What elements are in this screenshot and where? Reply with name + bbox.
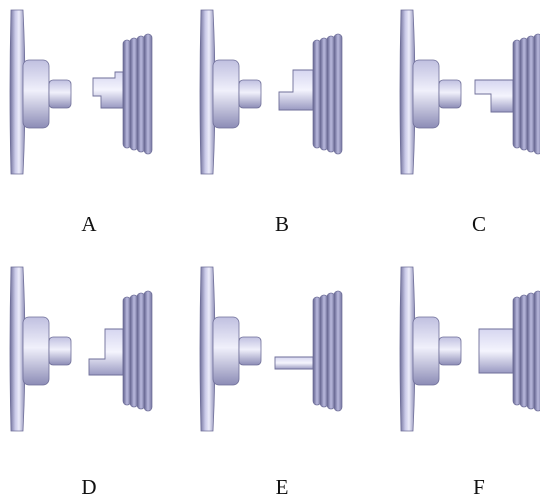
flange-disk <box>399 9 416 175</box>
gear-ring <box>333 33 343 155</box>
mating-piece <box>474 79 514 113</box>
option-a-figure <box>5 8 155 176</box>
gear-ring <box>533 33 540 155</box>
coupling-assembly-image <box>399 9 540 175</box>
shaft-stub <box>238 79 262 109</box>
hub-block <box>412 316 440 386</box>
flange-disk <box>199 266 216 432</box>
hub-block <box>212 316 240 386</box>
mating-piece <box>274 356 314 370</box>
coupling-assembly-image <box>199 9 343 175</box>
option-c-figure <box>395 8 540 176</box>
option-e-figure <box>195 265 345 433</box>
coupling-assembly-image <box>9 9 153 175</box>
coupling-assembly-image <box>9 266 153 432</box>
shaft-stub <box>48 336 72 366</box>
shaft-stub <box>438 336 462 366</box>
hub-block <box>412 59 440 129</box>
hub-block <box>22 316 50 386</box>
gear-ring <box>533 290 540 412</box>
mating-piece <box>88 328 124 376</box>
gear-ring <box>333 290 343 412</box>
mating-piece <box>478 328 514 374</box>
shaft-stub <box>238 336 262 366</box>
coupling-assembly-image <box>199 266 343 432</box>
shaft-stub <box>48 79 72 109</box>
option-label: E <box>275 475 289 499</box>
option-b-figure <box>195 8 345 176</box>
gear-ring <box>143 33 153 155</box>
option-d-figure <box>5 265 155 433</box>
mating-piece <box>278 69 314 111</box>
flange-disk <box>9 9 26 175</box>
coupling-assembly-image <box>399 266 540 432</box>
option-label: A <box>81 212 97 236</box>
option-label: C <box>471 212 486 236</box>
flange-disk <box>199 9 216 175</box>
hub-block <box>212 59 240 129</box>
option-label: F <box>473 475 485 499</box>
option-f-figure <box>395 265 540 433</box>
option-label: B <box>274 212 289 236</box>
shaft-stub <box>438 79 462 109</box>
hub-block <box>22 59 50 129</box>
option-label: D <box>81 475 97 499</box>
gear-ring <box>143 290 153 412</box>
flange-disk <box>9 266 26 432</box>
mating-piece <box>92 71 124 109</box>
flange-disk <box>399 266 416 432</box>
